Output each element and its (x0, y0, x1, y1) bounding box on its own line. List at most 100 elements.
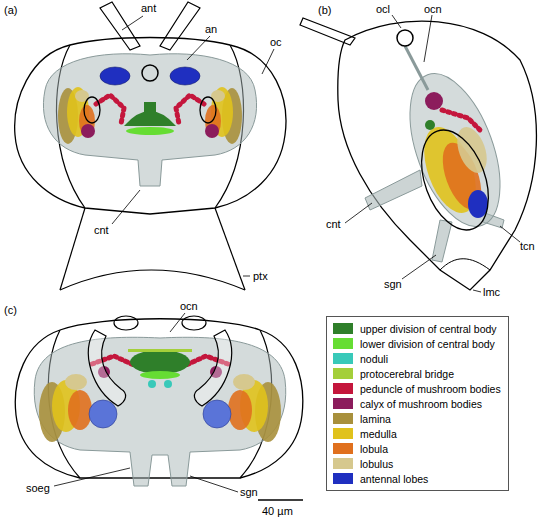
legend-text: medulla (360, 428, 397, 440)
legend-text: calyx of mushroom bodies (360, 398, 482, 410)
panel-b (300, 15, 536, 292)
panel-letter: (a) (4, 4, 17, 16)
leader-lines (112, 16, 274, 276)
antennal-lobe (468, 190, 488, 218)
nodulus (164, 380, 172, 388)
legend-text: antennal lobes (360, 473, 428, 485)
figure-art (187, 36, 210, 60)
part-label: oc (270, 36, 282, 48)
peduncle (442, 110, 482, 132)
legend-text: upper division of central body (360, 323, 497, 335)
neck-line (60, 208, 85, 290)
legend-row: medulla (333, 426, 501, 441)
part-label: tcn (520, 240, 535, 252)
legend-swatch (333, 413, 353, 424)
legend-text: peduncle of mushroom bodies (360, 383, 501, 395)
legend-row: protocerebral bridge (333, 366, 501, 381)
figure-art (54, 468, 130, 486)
antenna (100, 2, 140, 50)
part-label: ptx (253, 270, 268, 282)
legend-swatch (333, 473, 353, 484)
legend-row: lobula (333, 441, 501, 456)
scale-bar (258, 499, 303, 500)
legend-box: upper division of central body lower divi… (326, 316, 509, 491)
brain-volume (392, 62, 518, 238)
head-outline (15, 38, 286, 215)
central-body-stem (144, 102, 156, 112)
nodulus (148, 380, 156, 388)
legend-swatch (333, 398, 353, 409)
eye-loop (409, 121, 501, 239)
legend-text: lamina (360, 413, 391, 425)
central-body-upper (130, 350, 190, 374)
legend-row: lobulus (333, 456, 501, 471)
part-label: lmc (483, 286, 500, 298)
ocellus (397, 30, 413, 46)
central-body-lower (140, 371, 180, 379)
figure-art (122, 16, 143, 30)
legend-row: lamina (333, 411, 501, 426)
legend-row: lower division of central body (333, 336, 501, 351)
figure-art (262, 49, 274, 74)
calyx (425, 92, 443, 110)
figure-art (170, 313, 185, 332)
legend-swatch (333, 368, 353, 379)
central-body (425, 120, 435, 130)
legend-text: protocerebral bridge (360, 368, 454, 380)
part-label: cnt (326, 218, 341, 230)
figure-art (170, 67, 242, 144)
legend-text: noduli (360, 353, 388, 365)
legend-swatch (333, 338, 353, 349)
legend-text: lobulus (360, 458, 393, 470)
brain-volume (43, 54, 256, 186)
figure-art (58, 67, 130, 144)
legend-row: calyx of mushroom bodies (333, 396, 501, 411)
legend-swatch (333, 443, 353, 454)
legend-text: lower division of central body (360, 338, 495, 350)
figure-art (345, 203, 372, 223)
part-label: ocn (180, 300, 198, 312)
part-label: ant (141, 2, 156, 14)
legend-row: peduncle of mushroom bodies (333, 381, 501, 396)
scale-label: 40 µm (262, 505, 293, 517)
figure-art (190, 476, 238, 492)
legend-row: upper division of central body (333, 321, 501, 336)
figure-art (392, 15, 401, 28)
part-label: ocn (424, 3, 442, 15)
panel-letter: (b) (318, 4, 331, 16)
central-body-lower (126, 127, 174, 135)
ocellar-nerve (405, 46, 428, 90)
prothorax (60, 270, 245, 290)
central-body-upper (124, 111, 176, 126)
part-label: sgn (384, 278, 402, 290)
head-outline (338, 21, 537, 290)
figure-art (39, 316, 138, 442)
antenna (160, 2, 200, 50)
lobulus (452, 123, 493, 177)
figure-art (473, 290, 481, 292)
protocerebral-bridge (128, 349, 192, 352)
part-label: soeg (26, 482, 50, 494)
legend-swatch (333, 428, 353, 439)
leader-lines (54, 313, 238, 492)
figure-art (500, 226, 520, 242)
panel-c (15, 313, 303, 500)
ocellus (142, 65, 158, 81)
part-label: ocl (376, 3, 390, 15)
figure-art (402, 255, 436, 279)
legend-row: antennal lobes (333, 471, 501, 486)
part-label: cnt (94, 224, 109, 236)
panel-letter: (c) (4, 304, 17, 316)
legend-swatch (333, 458, 353, 469)
panel-a (15, 2, 286, 290)
leader-lines (345, 15, 520, 292)
neck-line (215, 208, 245, 290)
figure-art (182, 316, 281, 442)
figure-art (243, 276, 250, 277)
legend-swatch (333, 323, 353, 334)
part-label: sgn (240, 486, 258, 498)
legend-text: lobula (360, 443, 388, 455)
antenna (300, 18, 355, 45)
figure-art (424, 15, 432, 62)
